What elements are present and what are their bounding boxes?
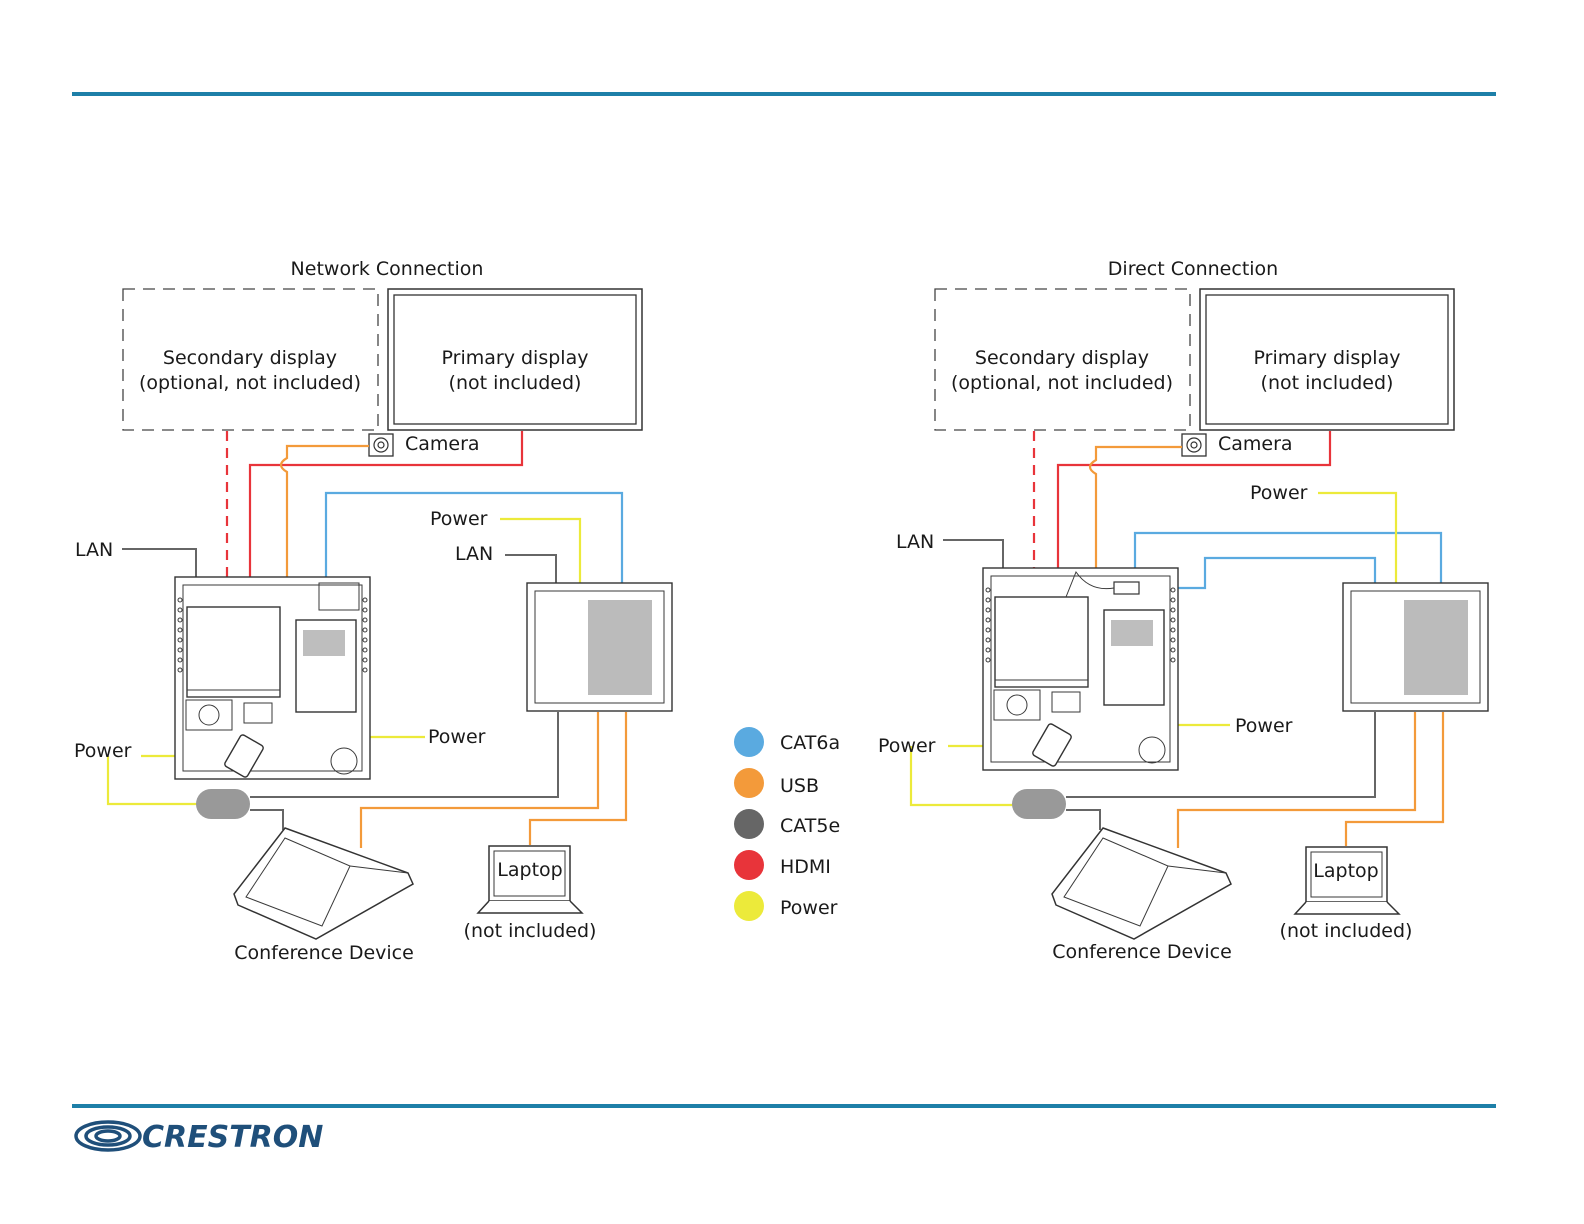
camera-icon bbox=[368, 433, 394, 457]
cat5e-brick-cable bbox=[1066, 809, 1101, 830]
conference-device-label: Conference Device bbox=[234, 942, 414, 964]
power-top-cable bbox=[1318, 491, 1398, 583]
conference-device-icon bbox=[233, 827, 414, 940]
primary-display bbox=[387, 288, 643, 431]
legend-usb-swatch bbox=[734, 768, 764, 798]
footer-rule bbox=[72, 1104, 1496, 1108]
usb-conference-cable bbox=[1176, 712, 1417, 848]
hdmi-primary-cable bbox=[248, 431, 524, 607]
lan-left-label: LAN bbox=[75, 539, 113, 561]
legend-cat6a-label: CAT6a bbox=[780, 732, 840, 754]
legend-hdmi-swatch bbox=[734, 850, 764, 880]
legend-power-swatch bbox=[734, 891, 764, 921]
power-brick-cable bbox=[106, 756, 198, 806]
cat5e-brick-cable bbox=[250, 809, 284, 830]
lan-left-label: LAN bbox=[896, 531, 934, 553]
panel-network-connection: Network Connection Secondary display (op… bbox=[74, 258, 673, 964]
power-top-label: Power bbox=[1250, 482, 1308, 504]
usb-laptop-cable bbox=[528, 712, 628, 845]
power-mid-label: Power bbox=[428, 726, 486, 748]
legend-cat5e-swatch bbox=[734, 809, 764, 839]
conference-device-icon bbox=[1051, 827, 1232, 940]
laptop-icon bbox=[476, 845, 584, 914]
legend: CAT6a USB CAT5e HDMI Power bbox=[734, 727, 840, 921]
power-left-label: Power bbox=[878, 735, 936, 757]
laptop-label: Laptop bbox=[497, 859, 562, 881]
usb-conference-cable bbox=[359, 712, 600, 848]
cat5e-conference-cable bbox=[250, 712, 559, 798]
legend-usb-label: USB bbox=[780, 775, 819, 797]
primary-display-label: Primary display bbox=[1254, 347, 1401, 369]
laptop-note: (not included) bbox=[1280, 920, 1413, 942]
usb-laptop-cable bbox=[1344, 712, 1445, 846]
camera-label: Camera bbox=[405, 433, 480, 455]
primary-display-note: (not included) bbox=[1261, 372, 1394, 394]
primary-display bbox=[1199, 288, 1455, 431]
power-mid-label: Power bbox=[1235, 715, 1293, 737]
camera-label: Camera bbox=[1218, 433, 1293, 455]
crestron-swoosh-icon bbox=[74, 1120, 142, 1152]
secondary-display-note: (optional, not included) bbox=[951, 372, 1173, 394]
cat5e-conference-cable bbox=[1066, 712, 1376, 798]
camera-icon bbox=[1181, 433, 1207, 457]
power-brick-cable bbox=[909, 746, 1014, 807]
panel-title: Direct Connection bbox=[1108, 258, 1278, 280]
receiver-box bbox=[1342, 582, 1489, 712]
panel-direct-connection: Direct Connection Secondary display (opt… bbox=[878, 258, 1489, 963]
secondary-display bbox=[122, 288, 379, 431]
primary-display-screen bbox=[393, 294, 637, 425]
secondary-display-note: (optional, not included) bbox=[139, 372, 361, 394]
legend-hdmi-label: HDMI bbox=[780, 856, 831, 878]
legend-cat5e-label: CAT5e bbox=[780, 815, 840, 837]
power-top-cable bbox=[500, 517, 582, 583]
cat6a-cable bbox=[324, 491, 624, 607]
secondary-display-label: Secondary display bbox=[975, 347, 1149, 369]
laptop-label: Laptop bbox=[1313, 860, 1378, 882]
mounting-plate bbox=[982, 567, 1179, 771]
primary-display-note: (not included) bbox=[449, 372, 582, 394]
laptop-note: (not included) bbox=[464, 920, 597, 942]
cat6a-cable-b bbox=[1142, 556, 1377, 590]
hdmi-primary-cable bbox=[1056, 431, 1332, 597]
power-brick-icon bbox=[1012, 789, 1066, 819]
legend-power-label: Power bbox=[780, 897, 838, 919]
lan-right-label: LAN bbox=[455, 543, 493, 565]
crestron-wordmark: CRESTRON bbox=[142, 1120, 323, 1155]
legend-cat6a-swatch bbox=[734, 727, 764, 757]
primary-display-screen bbox=[1205, 294, 1449, 425]
power-brick-icon bbox=[196, 789, 250, 819]
usb-camera-cable bbox=[279, 444, 369, 745]
power-left-label: Power bbox=[74, 740, 132, 762]
panel-title: Network Connection bbox=[291, 258, 484, 280]
conference-device-label: Conference Device bbox=[1052, 941, 1232, 963]
secondary-display-label: Secondary display bbox=[163, 347, 337, 369]
primary-display-label: Primary display bbox=[442, 347, 589, 369]
lan-right-cable bbox=[505, 554, 557, 583]
laptop-icon bbox=[1293, 846, 1401, 915]
mounting-plate bbox=[174, 576, 371, 780]
secondary-display bbox=[934, 288, 1191, 431]
crestron-logo: CRESTRON bbox=[74, 1120, 323, 1155]
receiver-box bbox=[526, 582, 673, 712]
header-rule bbox=[72, 92, 1496, 96]
power-top-label: Power bbox=[430, 508, 488, 530]
